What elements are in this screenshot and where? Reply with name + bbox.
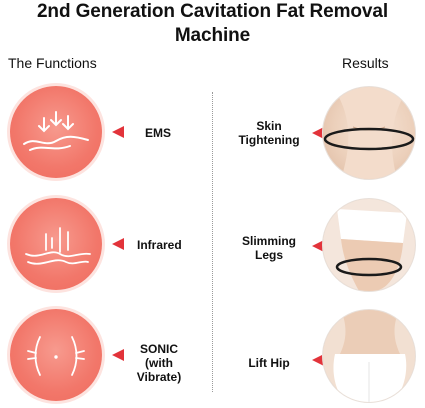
waist-arrow-icon (312, 127, 324, 139)
sonic-circle (10, 309, 102, 401)
waist-photo (322, 86, 416, 180)
sonic-label-line2: (with Vibrate) (136, 356, 182, 384)
slimming-legs-line2: Legs (254, 248, 283, 262)
ems-waves-icon (23, 111, 89, 151)
infrared-arrow-icon (112, 238, 124, 250)
infrared-circle (10, 198, 102, 290)
sonic-arrow-icon (112, 349, 124, 361)
infrared-icon (25, 227, 91, 265)
hip-arrow-icon (312, 354, 324, 366)
sonic-icon (27, 336, 85, 376)
skin-tightening-line1: Skin (256, 119, 282, 133)
ems-circle (10, 86, 102, 178)
lift-hip-label: Lift Hip (248, 356, 290, 370)
thigh-photo (322, 198, 416, 292)
hip-photo (322, 309, 416, 403)
sonic-label: SONIC (with Vibrate) (122, 342, 196, 384)
sonic-label-line1: SONIC (139, 342, 178, 356)
skin-tightening-line2: Tightening (238, 133, 300, 147)
center-divider (212, 92, 213, 392)
skin-tightening-label: Skin Tightening (229, 119, 309, 147)
functions-heading: The Functions (8, 55, 97, 71)
infrared-label: Infrared (137, 238, 182, 252)
slimming-legs-line1: Slimming (241, 234, 296, 248)
ems-label: EMS (145, 126, 172, 140)
legs-arrow-icon (312, 240, 324, 252)
results-heading: Results (342, 55, 389, 71)
ems-arrow-icon (112, 126, 124, 138)
page-title: 2nd Generation Cavitation Fat Removal Ma… (36, 1, 389, 46)
slimming-legs-label: Slimming Legs (229, 234, 309, 262)
